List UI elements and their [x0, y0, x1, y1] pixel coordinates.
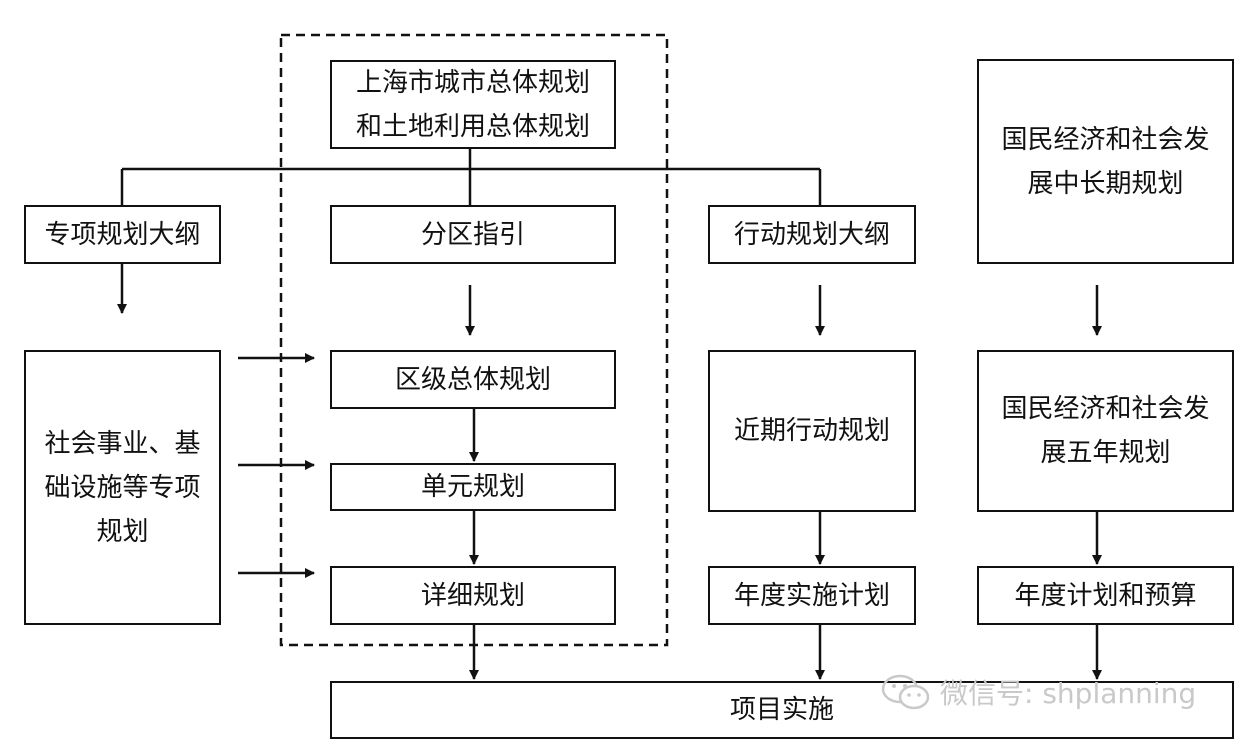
detailed-plan-box: 详细规划: [330, 566, 616, 625]
district-guide-box: 分区指引: [330, 205, 616, 264]
action-outline-box: 行动规划大纲: [708, 205, 916, 264]
national-long-term-box: 国民经济和社会发 展中长期规划: [977, 59, 1234, 264]
special-plans-box: 社会事业、基 础设施等专项 规划: [24, 350, 221, 625]
special-outline-box: 专项规划大纲: [24, 205, 221, 264]
watermark-text: 微信号: shplanning: [940, 677, 1197, 710]
watermark: 微信号: shplanning: [880, 670, 1240, 714]
annual-budget-box: 年度计划和预算: [977, 566, 1234, 625]
district-master-box: 区级总体规划: [330, 350, 616, 409]
near-term-action-box: 近期行动规划: [708, 350, 916, 512]
annual-implementation-box: 年度实施计划: [708, 566, 916, 625]
project-implementation-box: 项目实施: [330, 681, 1234, 739]
national-five-year-box: 国民经济和社会发 展五年规划: [977, 350, 1234, 512]
master-plan-box: 上海市城市总体规划 和土地利用总体规划: [330, 60, 616, 149]
unit-plan-box: 单元规划: [330, 463, 616, 511]
wechat-icon: [881, 674, 930, 710]
